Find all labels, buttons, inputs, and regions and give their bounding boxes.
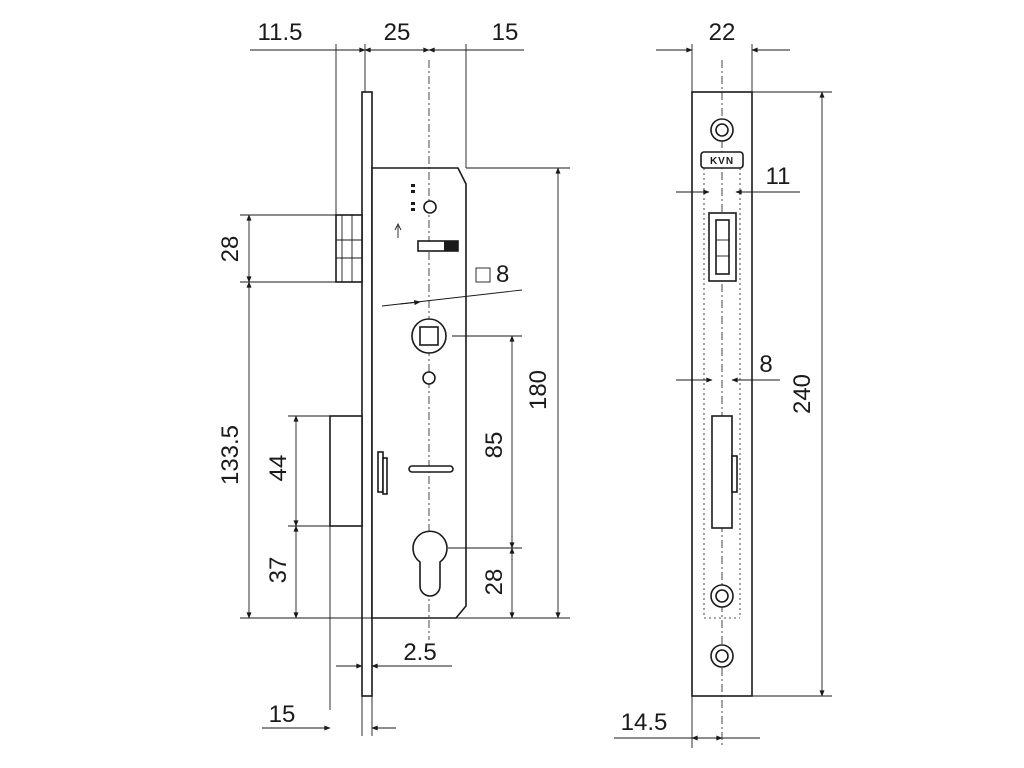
dim-85: 85 [481, 432, 508, 459]
dim-28-cylinder: 28 [481, 569, 508, 596]
dim-180: 180 [525, 370, 552, 410]
dim-square-8: 8 [496, 261, 509, 288]
cylinder-cutout [412, 530, 448, 597]
side-dimensions [614, 44, 832, 748]
dead-bolt [329, 415, 363, 527]
dim-14-5: 14.5 [621, 709, 668, 736]
case-slot [408, 465, 454, 473]
dim-11: 11 [766, 163, 791, 190]
dim-240: 240 [789, 374, 816, 414]
dim-37: 37 [265, 557, 292, 584]
latch-opening [708, 212, 737, 282]
svg-text:KVN: KVN [710, 156, 734, 167]
front-faceplate [361, 91, 373, 697]
bolt-lever [377, 451, 388, 495]
latch-bolt [335, 214, 363, 283]
spindle-hub [411, 318, 447, 385]
dim-133-5: 133.5 [217, 425, 244, 485]
top-screw-icon [710, 118, 734, 142]
dim-25: 25 [384, 19, 411, 46]
bolt-opening [711, 415, 738, 529]
dim-22: 22 [709, 19, 736, 46]
kvn-logo: KVN [700, 151, 744, 169]
front-dimensions [240, 44, 570, 736]
dim-15-bottom: 15 [269, 701, 296, 728]
front-view: 11.5 25 15 28 8 180 85 133.5 44 37 28 2.… [217, 19, 570, 736]
middle-screw-icon [710, 584, 734, 608]
dim-8-side: 8 [759, 351, 772, 378]
dim-28-latch: 28 [217, 236, 244, 263]
dim-2-5: 2.5 [403, 639, 436, 666]
top-details [394, 184, 459, 252]
dim-11-5: 11.5 [258, 19, 303, 46]
side-view: KVN [614, 19, 832, 748]
bottom-screw-icon [710, 644, 734, 668]
dim-15-top: 15 [492, 19, 519, 46]
dim-44: 44 [265, 455, 292, 482]
